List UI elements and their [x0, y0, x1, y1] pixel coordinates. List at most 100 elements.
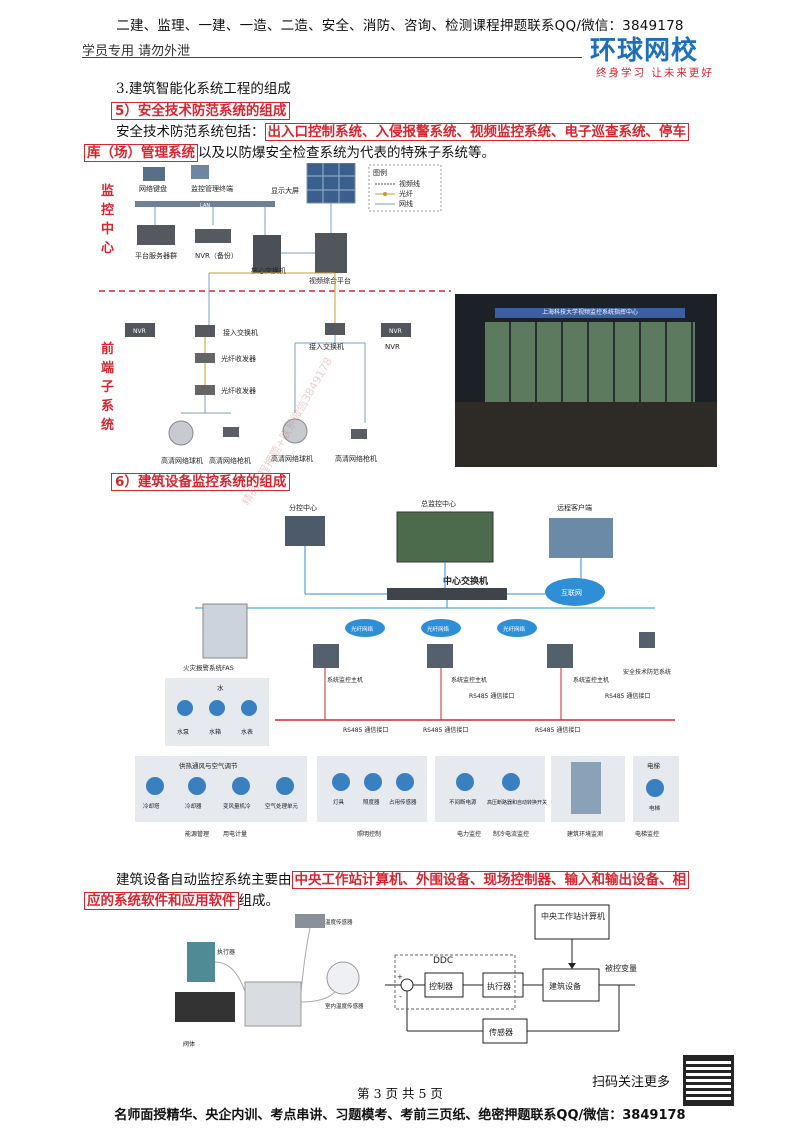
server-icon — [137, 225, 175, 245]
svg-text:系: 系 — [101, 398, 114, 414]
core-switch-icon — [253, 235, 281, 273]
label-host-1: 系统监控主机 — [327, 676, 363, 684]
label-plus: + — [397, 973, 403, 981]
label-rs-5: RS485 通信接口 — [535, 726, 580, 734]
photo-banner: 上海科技大学视频监控系统指挥中心 — [495, 308, 685, 318]
bottom-label-2: 用电计量 — [223, 830, 247, 838]
bottom-label-7: 电梯监控 — [635, 830, 659, 838]
remote-screen-icon — [549, 518, 613, 558]
label-lan: LAN — [200, 203, 210, 209]
lan-bus — [135, 201, 275, 207]
bottom-label-1: 能源管理 — [185, 830, 209, 838]
sub6-highlight-1: 中央工作站计算机、外围设备、现场控制器、输入和输出设备、相 — [291, 871, 689, 889]
bottom-label-4: 电力监控 — [457, 830, 481, 838]
power-item-1: 不间断电源 — [449, 798, 477, 806]
label-keyboard: 网络键盘 — [139, 184, 167, 193]
internet-cloud-icon — [545, 578, 605, 606]
temp-sensor-top-icon — [295, 914, 325, 928]
building-icon — [571, 762, 601, 814]
label-sensor: 传感器 — [489, 1027, 513, 1037]
actuator-icon — [187, 942, 215, 982]
qr-code-icon[interactable] — [683, 1055, 734, 1106]
legend-title: 图例 — [373, 168, 387, 177]
sub6-line2: 应的系统软件和应用软件组成。 — [84, 890, 744, 912]
terminal-icon — [191, 165, 209, 179]
label-actuator: 执行器 — [217, 948, 235, 956]
label-valve: 阀体 — [183, 1040, 195, 1048]
logo-main-text: 环球网校 — [590, 36, 699, 66]
label-terminal: 监控管理终端 — [191, 184, 233, 193]
sub5-intro: 安全技术防范系统包括： — [116, 124, 265, 140]
main-video-wall-icon — [396, 511, 494, 563]
label-platform: 视频综合平台 — [309, 276, 351, 285]
gun-camera-2-icon — [351, 429, 367, 439]
label-gun-1: 高清网络枪机 — [209, 456, 251, 465]
sub5-rest: 以及以防爆安全检查系统为代表的特殊子系统等。 — [198, 145, 495, 161]
footer-banner: 名师面授精华、央企内训、考点串讲、习题模考、考前三页纸、绝密押题联系QQ/微信：… — [114, 1108, 686, 1123]
water-item-2: 水箱 — [209, 728, 221, 736]
label-elevator: 电梯 — [647, 761, 661, 770]
label-dome-2: 高清网络球机 — [271, 454, 313, 463]
water-item-1: 水泵 — [177, 728, 189, 736]
ddc-module-icon — [244, 981, 302, 1027]
label-access-sw-1: 接入交换机 — [223, 328, 258, 337]
label-host-2: 系统监控主机 — [451, 676, 487, 684]
valve-body-icon — [175, 992, 235, 1022]
sub5-heading: 5）安全技术防范系统的组成 — [111, 102, 291, 120]
label-sensor-top: 温度传感器 — [325, 918, 353, 926]
page-number: 第 3 页 共 5 页 — [357, 1086, 443, 1101]
svg-text:前: 前 — [101, 341, 114, 357]
host-3-icon — [547, 644, 573, 668]
label-rs-2: RS485 通信接口 — [605, 692, 650, 700]
header-left-label: 学员专用 请勿外泄 — [82, 44, 191, 59]
label-center-switch: 中心交换机 — [443, 575, 488, 587]
security-host-icon — [639, 632, 655, 648]
label-minus: - — [399, 992, 402, 1001]
equipment-box — [542, 968, 600, 1002]
access-switch-2-icon — [325, 323, 345, 335]
header-top-line: 二建、监理、一建、一造、二造、安全、消防、咨询、检测课程押题联系QQ/微信：38… — [116, 18, 684, 34]
fiber-cloud-3-icon — [497, 619, 537, 637]
executor-box — [482, 972, 524, 998]
svg-text:心: 心 — [101, 241, 114, 256]
side-label-top-1: 监 — [101, 183, 114, 199]
console-desk — [455, 402, 717, 467]
svg-text:统: 统 — [101, 417, 114, 433]
bottom-label-5: 制冷电流监控 — [493, 830, 529, 838]
svg-text:控: 控 — [101, 202, 114, 218]
svg-text:端: 端 — [101, 360, 114, 376]
sub5-highlight-1: 出入口控制系统、入侵报警系统、视频监控系统、电子巡查系统、停车 — [264, 123, 689, 141]
label-display: 显示大屏 — [271, 186, 299, 195]
room-sensor-icon — [326, 961, 360, 995]
logo-sub-text: 终身学习 让未来更好 — [596, 67, 714, 79]
sub6-rest: 组成。 — [238, 893, 280, 909]
label-fiber-2: 光纤收发器 — [221, 386, 256, 395]
nvr-right-icon — [381, 323, 411, 337]
gun-camera-1-icon — [223, 427, 239, 437]
host-2-icon — [427, 644, 453, 668]
ddc-boundary — [394, 954, 516, 1010]
branch-monitor-icon — [285, 516, 325, 546]
label-rs-3: RS485 通信接口 — [343, 726, 388, 734]
bottom-label-6: 建筑环境监测 — [567, 830, 603, 838]
label-equipment: 建筑设备 — [549, 981, 581, 991]
bas-system-diagram: 分控中心 总监控中心 远程客户端 中心交换机 互联网 火灾报警系统FAS 光纤网… — [135, 492, 705, 842]
label-gun-2: 高清网络枪机 — [335, 454, 377, 463]
controller-box — [424, 972, 464, 998]
valve-hardware-diagram: 执行器 阀体 温度传感器 室内温度传感器 — [165, 912, 375, 1052]
hvac-item-4: 空气处理单元 — [265, 802, 299, 810]
qr-label: 扫码关注更多 — [592, 1075, 671, 1090]
sub5-highlight-2: 库（场）管理系统 — [84, 144, 198, 162]
label-internet: 互联网 — [561, 588, 582, 597]
label-water: 水 — [217, 683, 224, 692]
label-security: 安全技术防范系统 — [623, 668, 671, 676]
label-net-2: 光纤网络 — [427, 625, 450, 633]
control-loop-diagram: 中央工作站计算机 DDC + - 控制器 执行器 建筑设备 被控变量 传感器 — [385, 903, 665, 1053]
control-room-photo: 上海科技大学视频监控系统指挥中心 — [455, 294, 717, 467]
elevator-icon — [646, 779, 664, 797]
label-nvr-backup: NVR（备份） — [195, 251, 238, 260]
keyboard-icon — [143, 167, 165, 181]
header-divider — [82, 57, 582, 58]
label-core-switch: 核心交换机 — [251, 266, 286, 275]
fiber-cloud-2-icon — [421, 619, 461, 637]
